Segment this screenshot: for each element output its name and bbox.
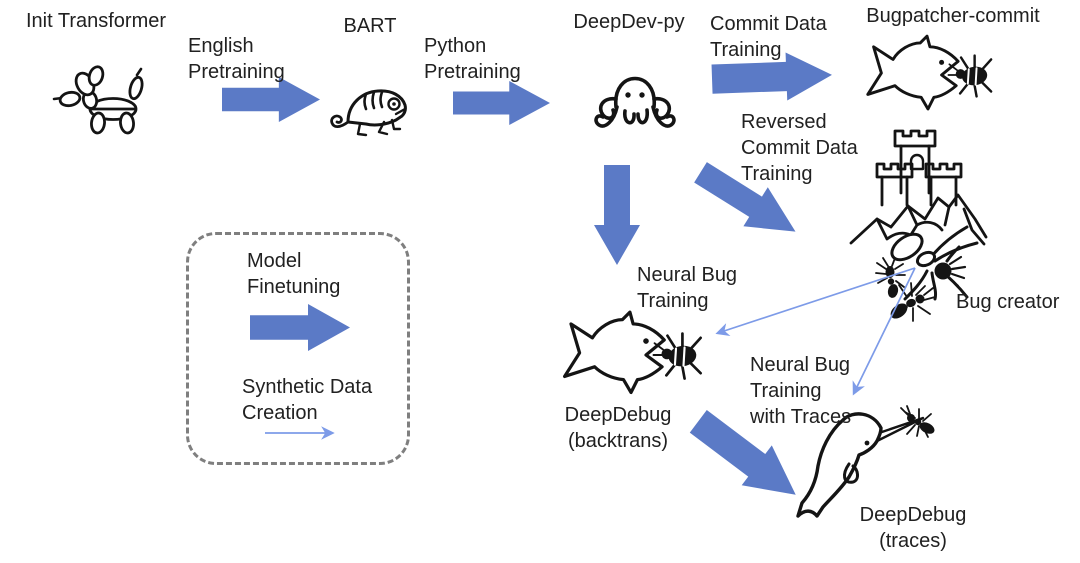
arrow-reversed-commit-data-training: [694, 162, 796, 232]
edge-label-english-pretraining: English Pretraining: [188, 35, 285, 83]
arrow-commit-data-training: [711, 52, 832, 101]
edge-label-neural-bug-training-with-traces: Neural Bug Training with Traces: [750, 354, 852, 428]
node-label-init-transformer: Init Transformer: [25, 10, 167, 32]
chameleon-icon: [330, 89, 407, 137]
arrow-neural-bug-training: [594, 165, 640, 265]
balloon-dog-icon: [52, 65, 144, 135]
node-label-deepdebug-backtrans: DeepDebug (backtrans): [564, 404, 672, 452]
edge-label-python-pretraining: Python Pretraining: [424, 35, 521, 83]
fish-eating-bug-icon: [866, 34, 993, 111]
legend-box: [186, 232, 410, 465]
legend-model-finetuning-label: Model Finetuning: [247, 250, 341, 298]
big-ant: [890, 225, 979, 301]
edge-label-neural-bug-training: Neural Bug Training: [637, 264, 738, 312]
small-ant-left: [875, 257, 906, 298]
arrow-neural-bug-training-with-traces: [689, 410, 796, 495]
arrow-english-pretraining: [222, 77, 320, 122]
node-label-bart: BART: [343, 15, 397, 37]
node-label-bugpatcher-commit: Bugpatcher-commit: [866, 5, 1040, 27]
arrow-python-pretraining: [453, 81, 550, 125]
castle-with-ants-icon: [849, 129, 988, 322]
octopus-icon: [594, 76, 676, 128]
legend-synthetic-data-label: Synthetic Data Creation: [242, 376, 373, 424]
edge-label-commit-data-training: Commit Data Training: [710, 13, 827, 61]
mountains: [849, 193, 988, 246]
castle: [875, 129, 963, 207]
fish-eating-bug-icon: [562, 310, 703, 395]
narwhal-with-bug-icon: [796, 405, 935, 518]
node-label-deepdev-py: DeepDev-py: [573, 11, 685, 33]
node-label-bug-creator: Bug creator: [956, 291, 1060, 313]
edge-label-reversed-commit-data-training: Reversed Commit Data Training: [741, 111, 858, 185]
node-label-deepdebug-traces: DeepDebug (traces): [859, 504, 967, 552]
bug-on-horn: [900, 405, 935, 438]
legend-model-finetuning-arrow: [250, 304, 350, 351]
